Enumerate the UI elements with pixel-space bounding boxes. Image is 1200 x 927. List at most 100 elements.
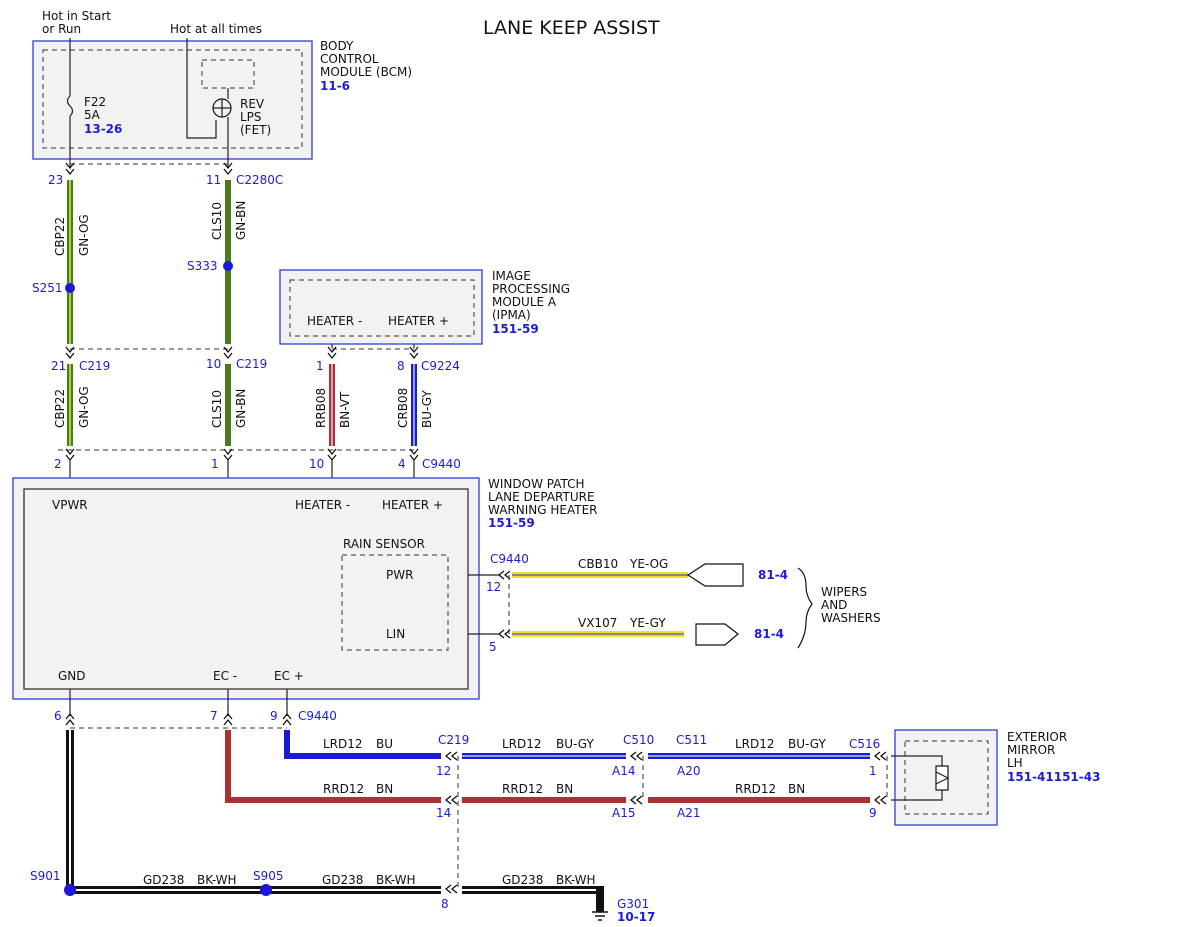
wire-rrb08 bbox=[329, 364, 335, 446]
pin-1b: 1 bbox=[211, 457, 219, 471]
heater-name-2: LANE DEPARTURE bbox=[488, 490, 595, 504]
heater-ref: 151-59 bbox=[488, 516, 535, 530]
wire-label-gnog-bot: GN-OG bbox=[77, 386, 91, 428]
heater-ec-pos: EC + bbox=[274, 669, 304, 683]
pin-12b: 12 bbox=[436, 764, 451, 778]
bcm-name-2: CONTROL bbox=[320, 52, 379, 66]
wire-label-gnbn-top: GN-BN bbox=[234, 201, 248, 240]
ipma-name-4: (IPMA) bbox=[492, 308, 531, 322]
wire-label-vx107: VX107 bbox=[578, 616, 617, 630]
wire-label-lrd12-a: LRD12 bbox=[323, 737, 363, 751]
splice-s251 bbox=[65, 283, 75, 293]
heater-gnd: GND bbox=[58, 669, 86, 683]
connector-c219-a: C219 bbox=[79, 359, 110, 373]
wiper-connector-1 bbox=[686, 563, 744, 587]
pin-10a: 10 bbox=[206, 357, 221, 371]
rain-sensor-pwr: PWR bbox=[386, 568, 413, 582]
splice-s333 bbox=[223, 261, 233, 271]
wire-gd238-a bbox=[70, 886, 266, 894]
mirror-name-2: MIRROR bbox=[1007, 743, 1055, 757]
pin-7: 7 bbox=[210, 709, 218, 723]
heater-ec-neg: EC - bbox=[213, 669, 237, 683]
connector-c9224: C9224 bbox=[421, 359, 460, 373]
bcm-name-3: MODULE (BCM) bbox=[320, 65, 412, 79]
pin-8b: 8 bbox=[441, 897, 449, 911]
pin-a21: A21 bbox=[677, 806, 700, 820]
wire-label-cbp22-bot: CBP22 bbox=[53, 389, 67, 428]
wire-label-lrd12-c: LRD12 bbox=[735, 737, 775, 751]
wire-label-yeog: YE-OG bbox=[629, 557, 668, 571]
pin-21: 21 bbox=[51, 359, 66, 373]
pin-a15: A15 bbox=[612, 806, 635, 820]
fet-label-3: (FET) bbox=[240, 123, 271, 137]
splice-s251-label: S251 bbox=[32, 281, 63, 295]
connector-c9440-top: C9440 bbox=[422, 457, 461, 471]
ipma-name-1: IMAGE bbox=[492, 269, 531, 283]
wire-rrd12-c bbox=[648, 797, 870, 803]
wire-label-gd238-c: GD238 bbox=[502, 873, 543, 887]
heater-heater-neg: HEATER - bbox=[295, 498, 350, 512]
connector-c510: C510 bbox=[623, 733, 654, 747]
wire-label-gd238-b: GD238 bbox=[322, 873, 363, 887]
pin-9a: 9 bbox=[270, 709, 278, 723]
pin-5: 5 bbox=[489, 640, 497, 654]
bcm-ref: 11-6 bbox=[320, 79, 350, 93]
ipma-heater-neg: HEATER - bbox=[307, 314, 362, 328]
wiper-ref-2: 81-4 bbox=[754, 627, 784, 641]
wire-label-bnvt: BN-VT bbox=[338, 391, 352, 428]
pin-23: 23 bbox=[48, 173, 63, 187]
wire-cbb10 bbox=[512, 572, 688, 578]
heater-name-1: WINDOW PATCH bbox=[488, 477, 585, 491]
wire-lrd12-c bbox=[648, 753, 870, 759]
wire-label-crb08: CRB08 bbox=[396, 388, 410, 428]
diagram-title: LANE KEEP ASSIST bbox=[483, 17, 660, 39]
wire-label-bugy-c: BU-GY bbox=[788, 737, 826, 751]
pin-a14: A14 bbox=[612, 764, 635, 778]
wipers-brace-icon bbox=[797, 567, 813, 649]
wire-label-yegy: YE-GY bbox=[629, 616, 666, 630]
pin-4: 4 bbox=[398, 457, 406, 471]
wire-label-cls10-top: CLS10 bbox=[210, 202, 224, 240]
wire-lrd12-b bbox=[462, 753, 626, 759]
fuse-ref: 13-26 bbox=[84, 122, 122, 136]
wire-gd238-b bbox=[266, 886, 441, 894]
heater-module: VPWR HEATER - HEATER + RAIN SENSOR PWR L… bbox=[12, 477, 480, 700]
wire-label-cls10-bot: CLS10 bbox=[210, 390, 224, 428]
wire-label-gnbn-bot: GN-BN bbox=[234, 389, 248, 428]
bcm-name-1: BODY bbox=[320, 39, 354, 53]
exterior-mirror-module bbox=[891, 729, 998, 826]
connector-c516: C516 bbox=[849, 737, 880, 751]
wire-label-lrd12-b: LRD12 bbox=[502, 737, 542, 751]
pin-10b: 10 bbox=[309, 457, 324, 471]
wire-label-rrd12-b: RRD12 bbox=[502, 782, 543, 796]
wiper-connector-2 bbox=[695, 623, 739, 646]
heater-vpwr: VPWR bbox=[52, 498, 88, 512]
ground-g301: G301 bbox=[617, 897, 649, 911]
bcm-module: F22 5A 13-26 REV LPS (FET) bbox=[32, 38, 313, 168]
wire-cls10-bot bbox=[225, 364, 231, 446]
wipers-label-1: WIPERS bbox=[821, 585, 867, 599]
wire-vx107 bbox=[512, 631, 684, 637]
rain-sensor-lin: LIN bbox=[386, 627, 405, 641]
wire-label-bkwh-a: BK-WH bbox=[197, 873, 237, 887]
wire-label-bn-a: BN bbox=[376, 782, 393, 796]
rain-sensor-label: RAIN SENSOR bbox=[343, 537, 425, 551]
wire-label-gd238-a: GD238 bbox=[143, 873, 184, 887]
wire-label-bugy: BU-GY bbox=[420, 390, 434, 428]
heater-heater-pos: HEATER + bbox=[382, 498, 443, 512]
fuse-amp: 5A bbox=[84, 108, 101, 122]
ipma-heater-pos: HEATER + bbox=[388, 314, 449, 328]
wire-label-cbp22-top: CBP22 bbox=[53, 217, 67, 256]
wire-label-gnog-top: GN-OG bbox=[77, 214, 91, 256]
wire-rrd12-b bbox=[462, 797, 626, 803]
pin-a20: A20 bbox=[677, 764, 700, 778]
wire-label-bkwh-b: BK-WH bbox=[376, 873, 416, 887]
hot-start-label: Hot in Start bbox=[42, 9, 111, 23]
wire-label-rrb08: RRB08 bbox=[314, 388, 328, 428]
wire-label-bn-b: BN bbox=[556, 782, 573, 796]
ipma-name-3: MODULE A bbox=[492, 295, 557, 309]
pin-12a: 12 bbox=[486, 580, 501, 594]
wire-rrd12-a bbox=[225, 730, 441, 803]
fet-label-1: REV bbox=[240, 97, 265, 111]
